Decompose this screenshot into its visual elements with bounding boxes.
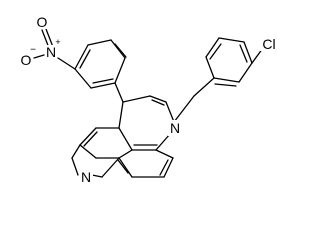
atom-label-pyridine-n-right: N	[168, 120, 182, 136]
svg-text:N: N	[170, 120, 180, 136]
chlorophenyl-ring	[193, 37, 264, 97]
atom-label-nitro-o-top: O	[36, 14, 48, 30]
aryl-core-bond	[114, 82, 124, 103]
atom-label-chlorine: Cl	[258, 36, 278, 52]
atom-label-nitro-o-left: O −	[20, 45, 36, 68]
core-aryl-bond	[173, 95, 195, 123]
svg-text:−: −	[30, 45, 36, 56]
svg-text:Cl: Cl	[262, 36, 275, 52]
atom-label-nitro-n: N +	[45, 37, 61, 60]
svg-text:N: N	[46, 44, 56, 60]
svg-text:O: O	[37, 14, 48, 30]
atom-label-pyridine-n-bottom: N	[79, 169, 93, 185]
molecule-diagram: N + O O − Cl N N	[20, 14, 278, 185]
svg-text:N: N	[81, 169, 91, 185]
phenanthroline-core	[71, 95, 175, 178]
structure-canvas: N + O O − Cl N N	[20, 14, 278, 185]
nitrophenyl-ring	[74, 39, 127, 89]
svg-text:+: +	[55, 37, 60, 47]
svg-text:O: O	[21, 52, 32, 68]
